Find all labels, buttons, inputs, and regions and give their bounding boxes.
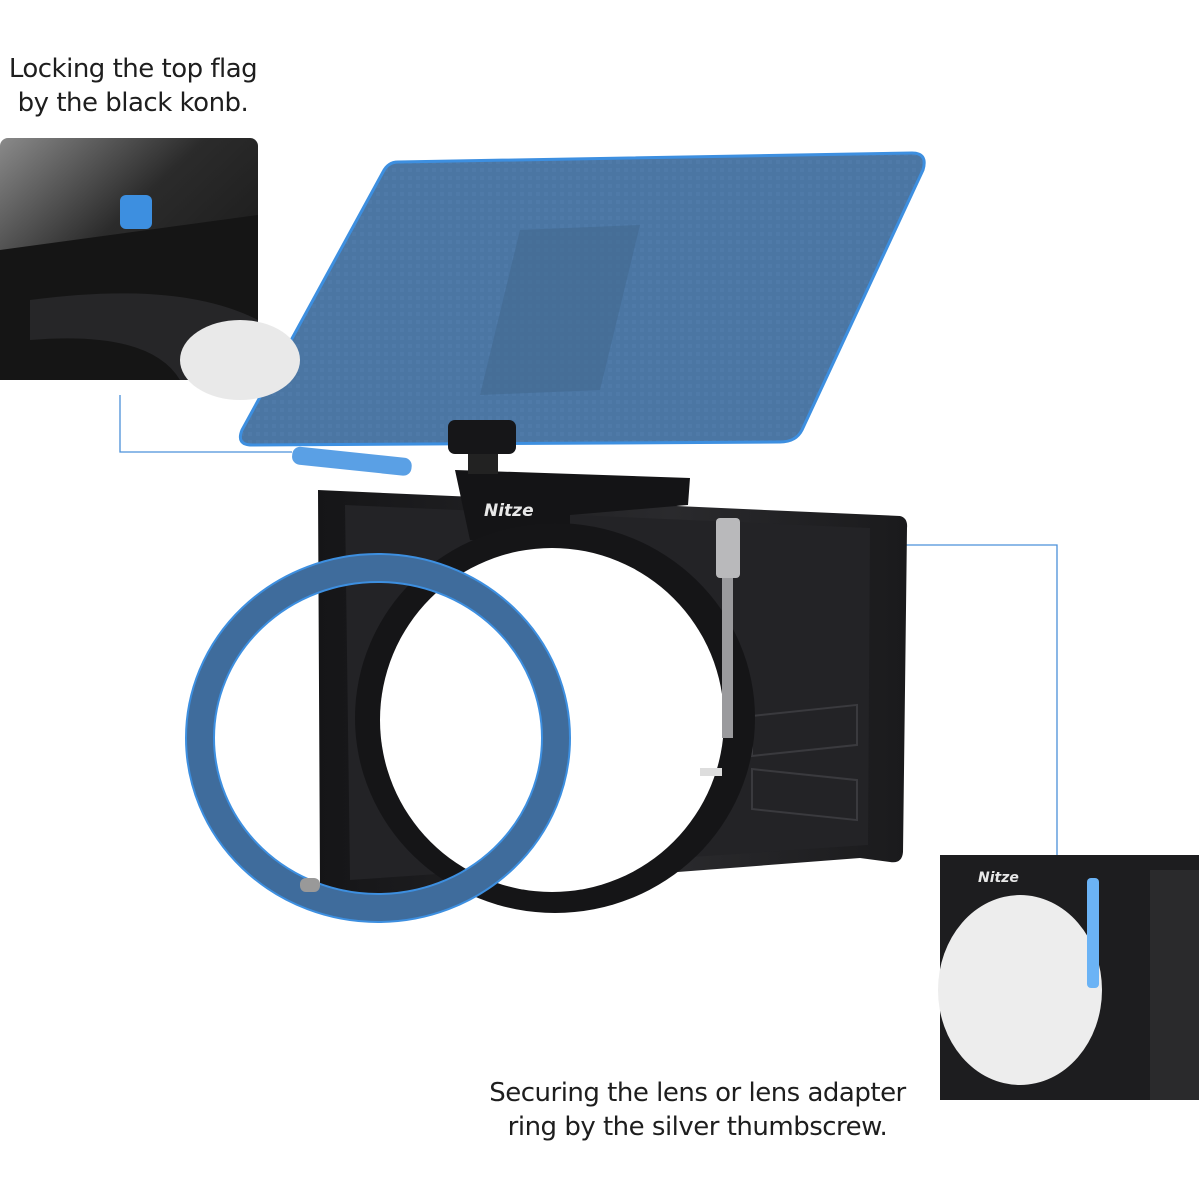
caption-thumbscrew-line1: Securing the lens or lens adapter bbox=[489, 1078, 906, 1108]
brand-logo: Nitze bbox=[484, 501, 534, 521]
silver-thumbscrew bbox=[700, 518, 740, 776]
caption-thumbscrew: Securing the lens or lens adapter ring b… bbox=[470, 1076, 925, 1144]
caption-top-flag-line1: Locking the top flag bbox=[8, 54, 258, 84]
caption-top-flag: Locking the top flag by the black konb. bbox=[0, 52, 266, 120]
pin bbox=[300, 878, 320, 892]
top-flag bbox=[238, 151, 926, 447]
callout-line-top bbox=[119, 395, 292, 453]
flag-hinge bbox=[292, 446, 412, 476]
blue-adapter-ring bbox=[185, 553, 571, 923]
inset-knob-detail bbox=[0, 138, 300, 400]
inset-thumbscrew-detail: Nitze bbox=[938, 855, 1199, 1100]
top-bracket: Nitze bbox=[455, 470, 690, 545]
inset-brand-logo: Nitze bbox=[978, 870, 1019, 886]
black-knob bbox=[448, 420, 516, 474]
caption-thumbscrew-line2: ring by the silver thumbscrew. bbox=[507, 1112, 888, 1142]
caption-top-flag-line2: by the black konb. bbox=[17, 88, 249, 118]
